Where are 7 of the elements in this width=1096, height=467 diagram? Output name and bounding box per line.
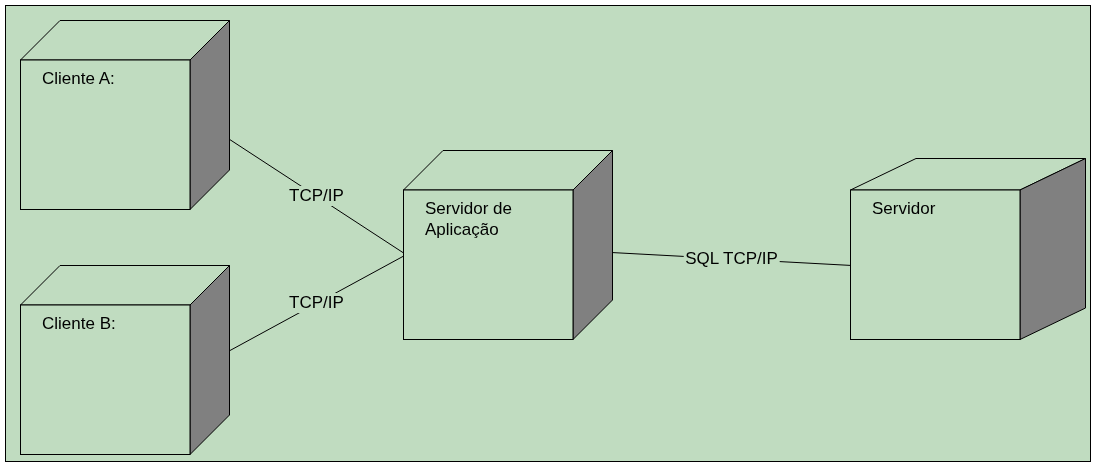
node-label: Cliente B: — [42, 313, 117, 334]
node-label: Servidor — [872, 198, 937, 219]
node-label: Cliente A: — [42, 68, 116, 89]
edge-label: TCP/IP — [287, 293, 346, 314]
node-label: Servidor de Aplicação — [425, 198, 513, 240]
edge-label: TCP/IP — [287, 186, 346, 207]
edge-label: SQL TCP/IP — [683, 249, 780, 269]
